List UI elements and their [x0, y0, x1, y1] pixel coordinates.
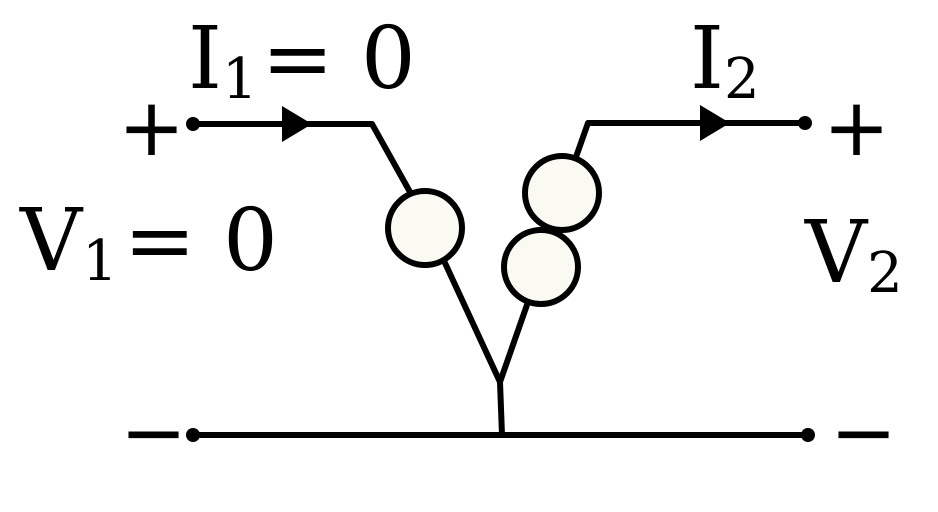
minus-right-sign: −: [830, 386, 897, 479]
right-impedance-upper: [522, 153, 602, 233]
right-branch-wire: [497, 299, 531, 385]
label-v1: V1= 0: [19, 191, 278, 294]
terminal-input-minus: [186, 428, 200, 442]
output-wire: [573, 120, 808, 160]
input-wire: [190, 121, 413, 195]
terminal-output-minus: [801, 428, 815, 442]
left-branch-wire: [442, 260, 503, 385]
terminal-input-plus: [186, 117, 200, 131]
junction-wire: [497, 379, 505, 438]
current-arrow-i2-icon: [700, 105, 730, 141]
current-arrow-i1-icon: [282, 106, 312, 142]
label-i1: I1= 0: [188, 9, 416, 112]
plus-right-sign: +: [823, 81, 890, 174]
label-v2: V2: [804, 203, 903, 306]
minus-left-sign: −: [120, 386, 187, 479]
right-impedance-lower: [501, 227, 581, 307]
left-impedance: [385, 188, 465, 268]
plus-left-sign: +: [118, 81, 185, 174]
label-i2: I2: [690, 9, 760, 112]
terminal-output-plus: [798, 116, 812, 130]
